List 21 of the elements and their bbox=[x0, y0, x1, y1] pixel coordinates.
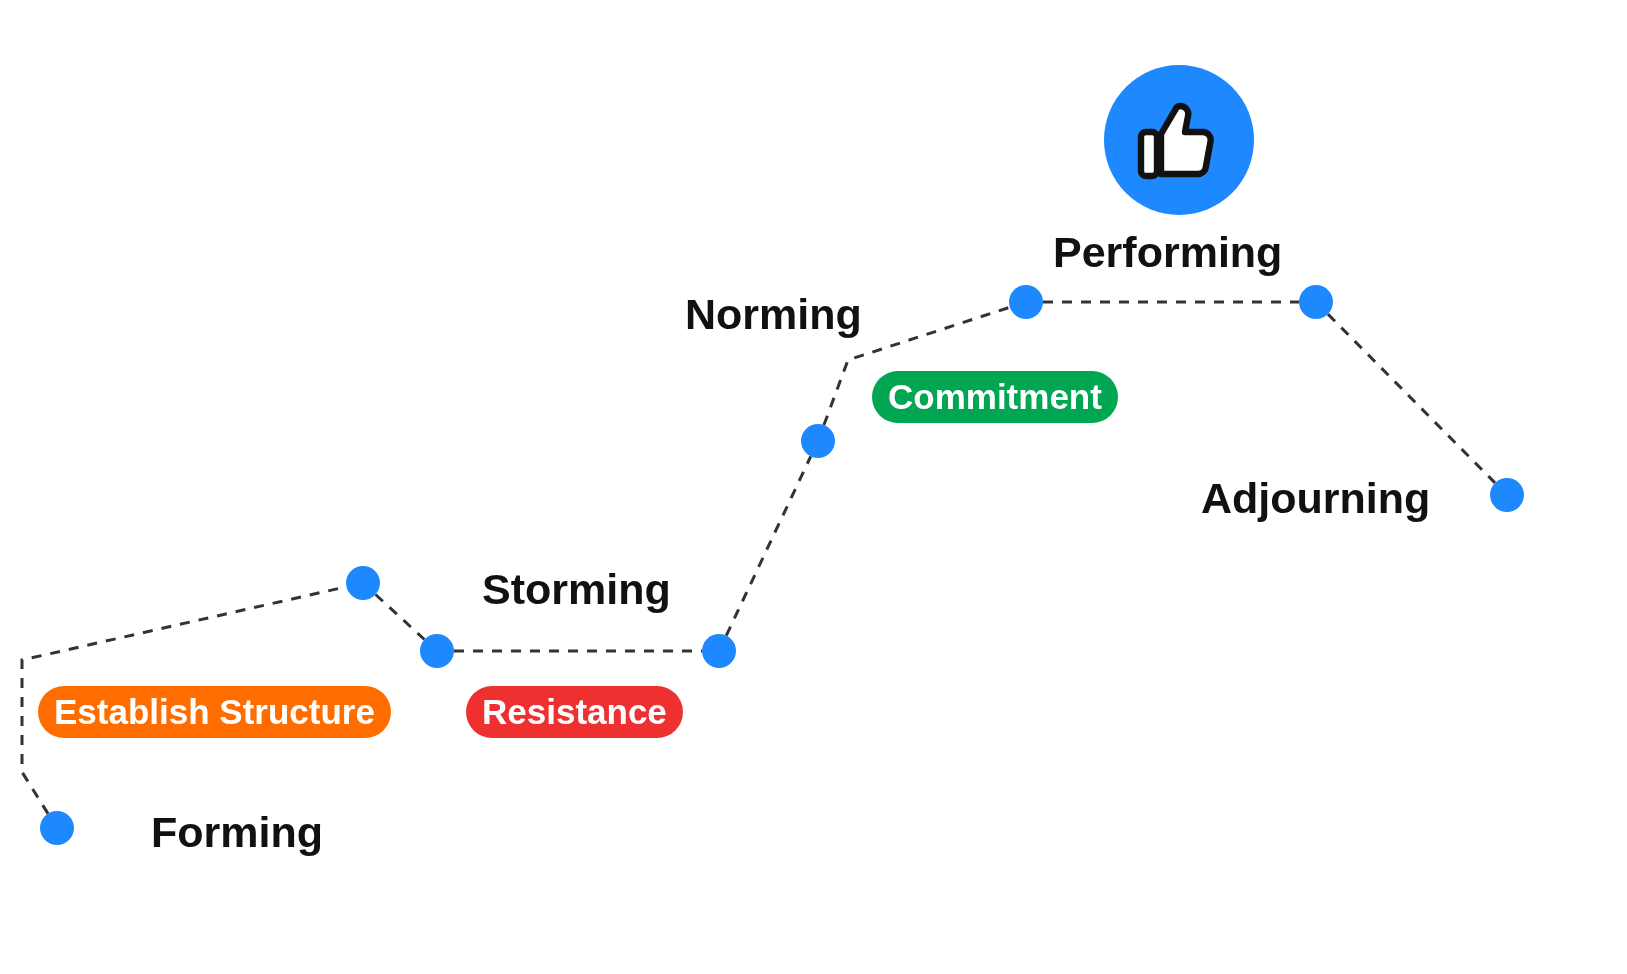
dashed-connector bbox=[1326, 313, 1497, 484]
stage-label: Performing bbox=[1053, 227, 1283, 277]
stage-dot bbox=[420, 634, 454, 668]
stage-dot bbox=[1490, 478, 1524, 512]
stage-label: Forming bbox=[151, 807, 323, 857]
stage-dot bbox=[1009, 285, 1043, 319]
stage-dot bbox=[801, 424, 835, 458]
stage-label: Storming bbox=[482, 564, 671, 614]
stage-label: Norming bbox=[685, 289, 862, 339]
stage-dot bbox=[346, 566, 380, 600]
stage-dot bbox=[40, 811, 74, 845]
phase-tag: Commitment bbox=[872, 371, 1118, 423]
phase-tag: Establish Structure bbox=[38, 686, 391, 738]
phase-tag: Resistance bbox=[466, 686, 683, 738]
stage-label: Adjourning bbox=[1201, 473, 1431, 523]
stage-dot bbox=[1299, 285, 1333, 319]
dashed-connector bbox=[374, 593, 426, 641]
dashed-connector bbox=[1043, 300, 1299, 304]
dashed-connector bbox=[724, 455, 813, 637]
dashed-connector bbox=[822, 305, 1011, 426]
stage-dot bbox=[702, 634, 736, 668]
